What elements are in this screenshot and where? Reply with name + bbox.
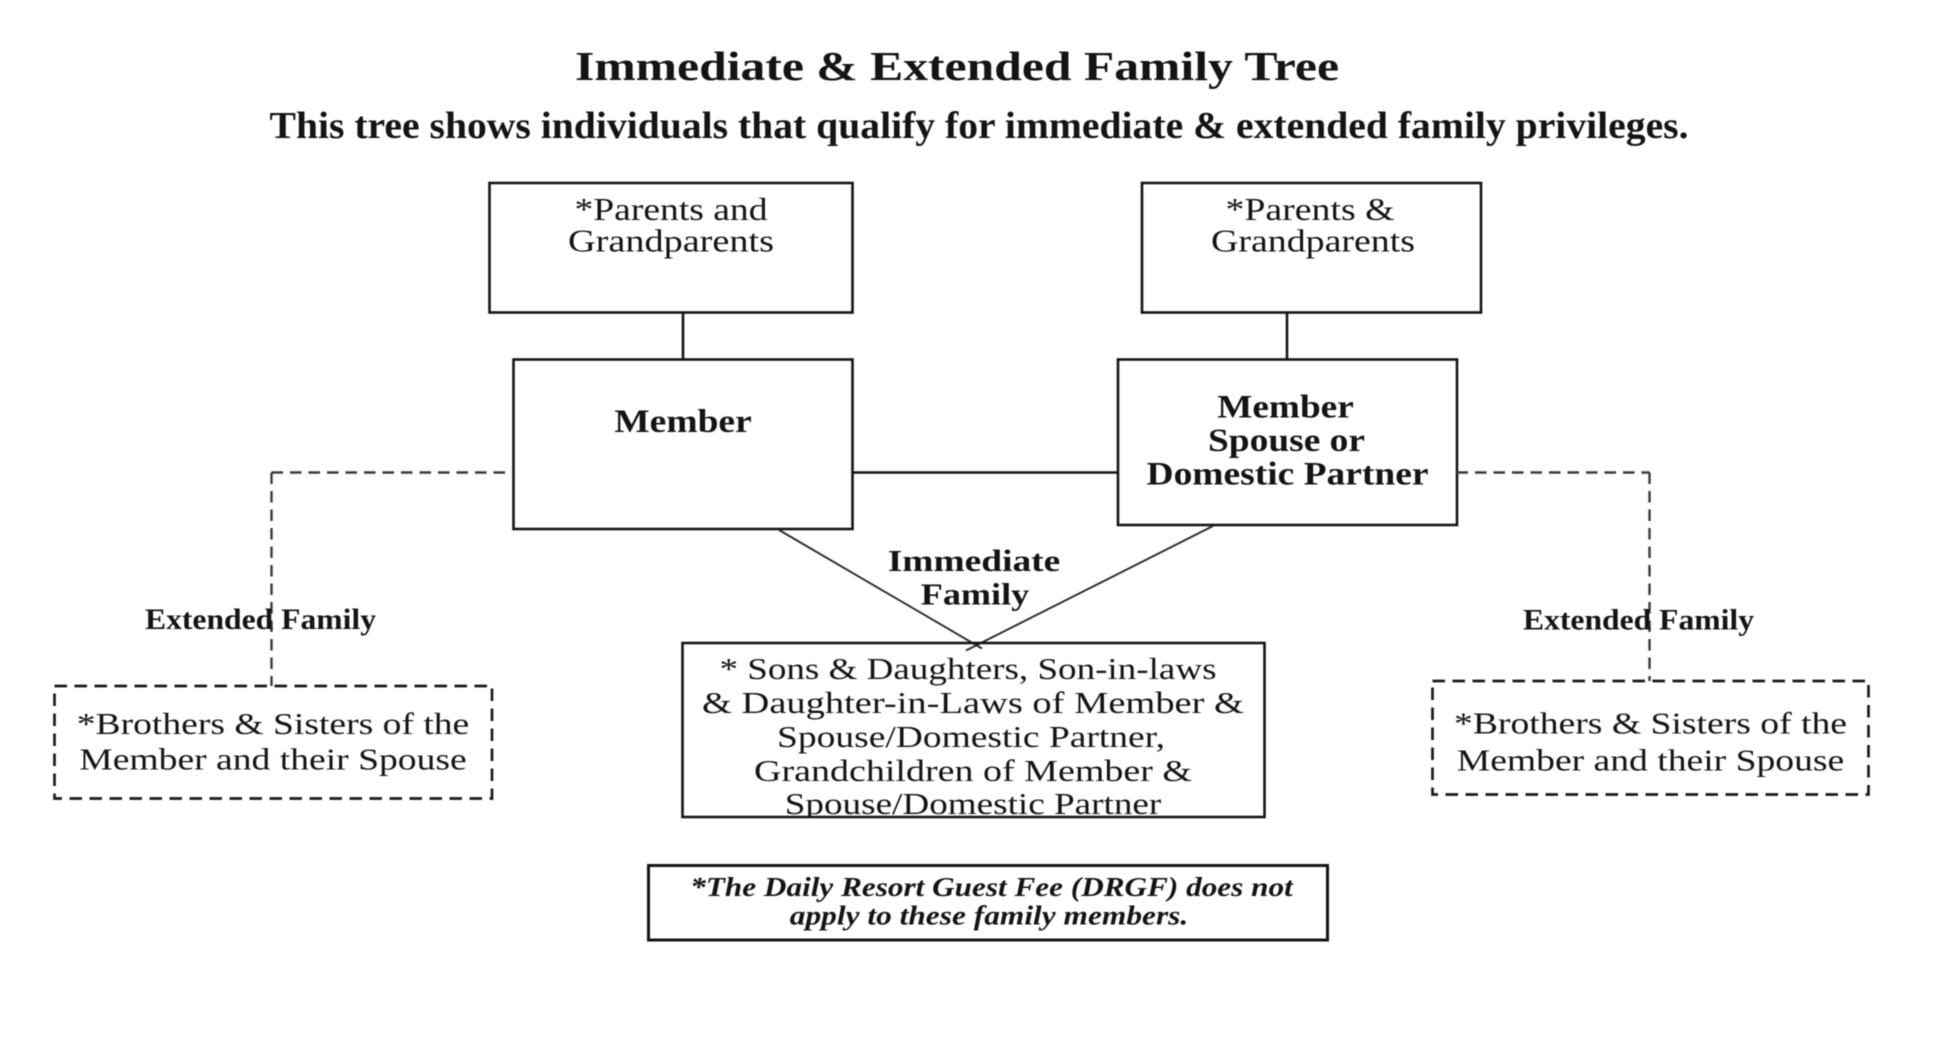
svg-text:Grandparents: Grandparents [568, 223, 774, 259]
svg-text:Spouse/Domestic Partner: Spouse/Domestic Partner [785, 786, 1162, 821]
svg-text:Domestic Partner: Domestic Partner [1147, 457, 1429, 493]
svg-text:Member and their Spouse: Member and their Spouse [1457, 743, 1845, 778]
svg-text:Member: Member [1217, 390, 1354, 426]
svg-text:*Parents and: *Parents and [575, 191, 768, 227]
svg-text:Grandparents: Grandparents [1211, 223, 1415, 259]
svg-text:*Parents &: *Parents & [1226, 191, 1395, 227]
svg-text:Spouse or: Spouse or [1208, 423, 1365, 459]
svg-text:Spouse/Domestic Partner,: Spouse/Domestic Partner, [777, 719, 1165, 754]
svg-text:Immediate: Immediate [888, 543, 1061, 578]
svg-text:This tree shows individuals th: This tree shows individuals that qualify… [270, 105, 1689, 147]
svg-text:Immediate & Extended Family Tr: Immediate & Extended Family Tree [575, 43, 1339, 89]
svg-text:*Brothers & Sisters of the: *Brothers & Sisters of the [1454, 706, 1847, 741]
svg-text:apply to these family members.: apply to these family members. [790, 900, 1189, 931]
svg-text:*Brothers & Sisters of the: *Brothers & Sisters of the [77, 706, 470, 741]
svg-text:* Sons & Daughters, Son-in-law: * Sons & Daughters, Son-in-laws [720, 651, 1217, 686]
svg-text:Family: Family [921, 577, 1030, 612]
svg-text:& Daughter-in-Laws of Member &: & Daughter-in-Laws of Member & [702, 685, 1244, 720]
svg-text:Extended Family: Extended Family [1523, 604, 1754, 637]
svg-text:Extended Family: Extended Family [145, 603, 376, 636]
svg-text:Grandchildren of Member &: Grandchildren of Member & [754, 753, 1192, 788]
svg-text:*The Daily Resort Guest Fee (D: *The Daily Resort Guest Fee (DRGF) does … [690, 871, 1294, 902]
svg-text:Member: Member [614, 404, 752, 440]
svg-text:Member and their Spouse: Member and their Spouse [79, 742, 467, 777]
